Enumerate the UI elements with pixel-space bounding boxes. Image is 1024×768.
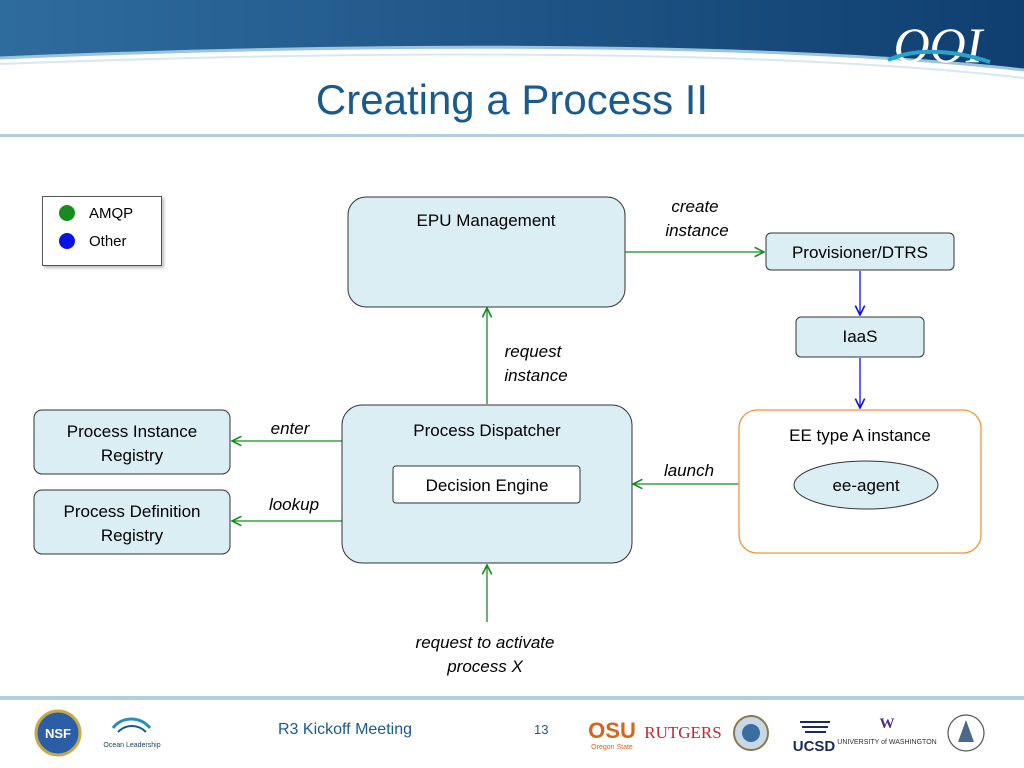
seal-logo <box>733 715 769 751</box>
legend-label-amqp: AMQP <box>89 204 134 222</box>
label-request-instance-line2: instance <box>504 366 567 385</box>
rutgers-logo-text: RUTGERS <box>644 723 721 742</box>
uw-logo: W UNIVERSITY of WASHINGTON <box>837 716 936 746</box>
amqp-dot-icon <box>59 205 75 221</box>
ee-agent-label: ee-agent <box>832 476 899 495</box>
process-dispatcher-label: Process Dispatcher <box>413 421 561 440</box>
ucsd-logo-text: UCSD <box>793 738 836 755</box>
label-lookup: lookup <box>269 495 319 514</box>
uw-logo-text: UNIVERSITY of WASHINGTON <box>837 739 936 746</box>
nsf-logo: NSF <box>34 709 82 757</box>
process-instance-registry-line2: Registry <box>101 446 164 465</box>
process-definition-registry-line2: Registry <box>101 526 164 545</box>
label-enter: enter <box>271 419 311 438</box>
label-request-activate-line1: request to activate <box>416 633 555 652</box>
nsf-logo-text: NSF <box>45 726 71 741</box>
legend: AMQP Other <box>42 196 162 266</box>
ee-instance-node: EE type A instance ee-agent <box>738 409 982 554</box>
epu-management-label: EPU Management <box>417 211 556 230</box>
label-launch: launch <box>664 461 714 480</box>
label-create-instance-line2: instance <box>665 221 728 240</box>
ucsd-logo: UCSD <box>793 721 836 755</box>
slide-title: Creating a Process II <box>315 76 709 123</box>
process-definition-registry-line1: Process Definition <box>63 502 200 521</box>
process-dispatcher-node: Process Dispatcher Decision Engine <box>341 404 633 564</box>
woods-hole-logo <box>947 714 985 752</box>
footer-text: R3 Kickoff Meeting <box>278 721 412 738</box>
ocean-leadership-logo: Ocean Leadership <box>103 717 161 749</box>
decision-engine-node <box>392 465 581 504</box>
ocean-leadership-logo-text: Ocean Leadership <box>103 742 160 749</box>
page-number: 13 <box>534 722 549 737</box>
osu-logo-text: OSU <box>588 718 636 743</box>
osu-logo: OSU Oregon State <box>588 718 636 751</box>
ooi-logo: OOI <box>887 17 991 73</box>
process-instance-registry-node: Process Instance Registry <box>33 409 231 475</box>
process-instance-registry-line1: Process Instance <box>67 422 197 441</box>
title-divider <box>0 134 1024 137</box>
other-dot-icon <box>59 233 75 249</box>
rutgers-logo: RUTGERS <box>644 723 721 742</box>
ee-agent-node <box>793 460 939 510</box>
header-banner: OOI <box>0 0 1024 79</box>
footer-divider <box>0 696 1024 700</box>
provisioner-node: Provisioner/DTRS <box>765 232 955 271</box>
ooi-logo-text: OOI <box>894 17 985 73</box>
svg-text:W: W <box>880 716 895 732</box>
iaas-label: IaaS <box>843 327 878 346</box>
label-create-instance-line1: create <box>671 197 718 216</box>
legend-label-other: Other <box>89 232 127 250</box>
process-definition-registry-node: Process Definition Registry <box>33 489 231 555</box>
footer-logos: NSF Ocean Leadership OSU Oregon State RU… <box>34 709 985 757</box>
osu-logo-subtext: Oregon State <box>591 744 633 751</box>
iaas-node: IaaS <box>795 316 925 358</box>
ee-instance-label: EE type A instance <box>789 426 931 445</box>
decision-engine-label: Decision Engine <box>426 476 549 495</box>
legend-item-other: Other <box>59 231 127 251</box>
label-request-instance-line1: request <box>505 342 563 361</box>
epu-management-node: EPU Management <box>347 196 626 308</box>
legend-item-amqp: AMQP <box>59 203 133 223</box>
provisioner-label: Provisioner/DTRS <box>792 243 928 262</box>
label-request-activate-line2: process X <box>446 657 523 676</box>
